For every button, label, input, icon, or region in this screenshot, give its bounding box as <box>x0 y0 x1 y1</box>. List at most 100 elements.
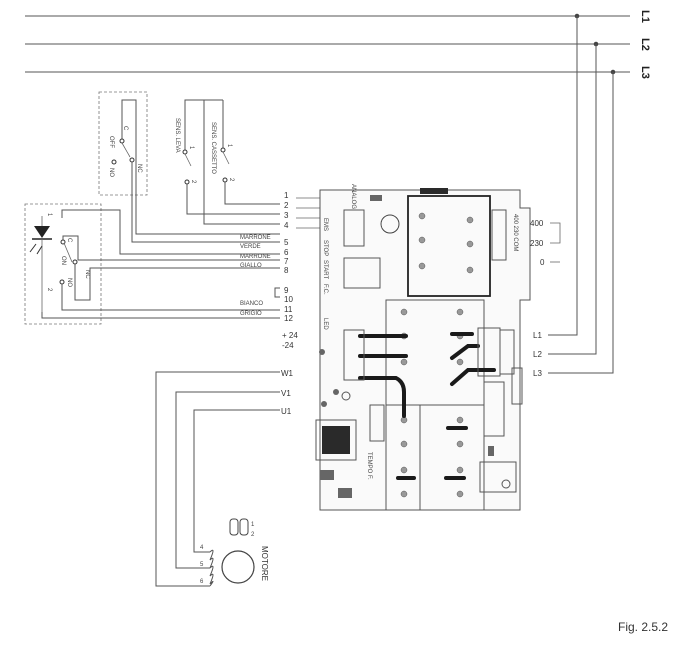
phase-label-l1: L1 <box>639 10 651 23</box>
sensor-lever-contact-1 <box>182 149 188 155</box>
switch-label-c: C <box>66 238 72 243</box>
chip-top-1 <box>370 195 382 201</box>
wire-color-t11: GRIGIO <box>240 311 262 317</box>
contact-pad-10 <box>456 440 464 448</box>
drop-wire-l2 <box>548 44 597 355</box>
motor-coil-4: 4 <box>200 545 204 551</box>
smd-comp-4 <box>333 389 339 395</box>
sensor-lever-blade <box>184 153 192 167</box>
terminal-l2-label: L2 <box>533 350 542 359</box>
switch-label-no: NO <box>66 278 72 287</box>
contact-pad-11 <box>400 466 408 474</box>
sensor-drawer-label: SENS. CASSETTO <box>210 122 216 174</box>
contact-pad-8 <box>456 416 464 424</box>
transformer-pin-5 <box>466 240 474 248</box>
terminal-12: 12 <box>284 314 293 323</box>
terminal-column: 1 2 3 4 5 6 7 8 9 10 11 12 MARRONE VERDE… <box>240 191 320 350</box>
relay-small-2 <box>343 257 381 289</box>
motor-coil-6: 6 <box>200 579 204 585</box>
voltage-label-230: 230 <box>530 239 544 248</box>
switch-label-nc: NC <box>84 270 90 279</box>
output-chip <box>488 446 494 456</box>
transformer-pin-6 <box>466 266 474 274</box>
transformer-pin-1 <box>418 212 426 220</box>
lamp-ray-2 <box>36 245 43 255</box>
start-contact-no <box>111 159 117 165</box>
wire-start-to-t5 <box>121 99 280 235</box>
wire-lever-to-t3 <box>186 184 280 215</box>
main-switch-block: 1 2 C ON NO NC <box>24 203 280 325</box>
drop-wire-l1 <box>548 16 578 336</box>
microcontroller-outline <box>315 419 357 461</box>
start-switch-enclosure <box>98 91 148 196</box>
relay-k1 <box>343 329 365 381</box>
relay-small-1 <box>343 209 365 247</box>
phase-label-l3: L3 <box>639 66 651 79</box>
switch-blade <box>63 242 73 263</box>
supply-plus-24: + 24 <box>282 331 298 340</box>
sensor-drawer-blade <box>222 151 230 165</box>
sensor-drawer-contact-1 <box>220 147 226 153</box>
motor-terminal-u1: U1 <box>281 407 292 416</box>
figure-caption: Fig. 2.5.2 <box>618 620 669 634</box>
voltage-bridge <box>550 222 561 244</box>
output-screw-1 <box>501 479 511 489</box>
wire-switch-to-t8 <box>74 264 280 301</box>
transformer-block <box>407 195 491 297</box>
wire-color-t6: VERDE <box>240 244 261 250</box>
lamp-diode-icon <box>34 226 50 238</box>
contact-pad-5 <box>400 358 408 366</box>
start-blade <box>121 142 131 158</box>
contact-pad-13 <box>400 490 408 498</box>
wire-switch-to-t6 <box>61 209 280 255</box>
motor-symbol-icon <box>221 550 255 584</box>
wire-drawer-to-t2 <box>224 182 280 205</box>
buzzer-component <box>380 214 400 234</box>
terminal-1: 1 <box>284 191 289 200</box>
motor-label: MOTORE <box>260 546 269 581</box>
board-label-stop: STOP <box>322 240 328 256</box>
start-label-off: OFF <box>108 136 114 148</box>
board-label-start: START <box>322 260 328 279</box>
smd-comp-2 <box>338 488 352 498</box>
wire-color-t5: MARRONE <box>240 235 271 241</box>
transformer-pin-4 <box>466 216 474 224</box>
drop-wire-l3 <box>548 72 614 374</box>
terminal-8: 8 <box>284 266 289 275</box>
contact-pad-12 <box>456 466 464 474</box>
board-label-fc: F.C. <box>322 284 328 295</box>
right-terminals: L1 L2 L3 400 230 0 <box>530 219 561 378</box>
wire-switch-to-t11 <box>61 284 280 311</box>
led-indicator <box>341 391 351 401</box>
terminal-4: 4 <box>284 221 289 230</box>
switch-label-on: ON <box>60 256 66 265</box>
contact-pad-1 <box>400 308 408 316</box>
terminal-2: 2 <box>284 201 289 210</box>
connector-top <box>420 188 448 194</box>
wire-sensors-common <box>184 99 280 225</box>
sensor-lever-contact-2 <box>184 179 190 185</box>
bus-bar-3 <box>358 376 406 418</box>
thermal-protector-2 <box>239 518 249 536</box>
thermal-protector-1 <box>229 518 239 536</box>
wire-lamp-to-t12 <box>41 312 280 319</box>
sensors-block: SENS. LEVA SENS. CASSETTO 1 2 1 2 <box>174 99 280 225</box>
wire-switch-to-t7 <box>62 235 280 261</box>
sensor-drawer-pin-2: 2 <box>228 178 234 182</box>
smd-comp-1 <box>320 470 334 480</box>
side-connector <box>511 367 523 405</box>
transformer-pin-2 <box>418 236 426 244</box>
terminal-l1-label: L1 <box>533 331 542 340</box>
trimmer-component <box>369 404 385 442</box>
terminal-3: 3 <box>284 211 289 220</box>
start-label-c: C <box>122 126 128 131</box>
motor-terminal-w1: W1 <box>281 369 294 378</box>
sensor-drawer-pin-1: 1 <box>226 144 232 148</box>
supply-minus-24: -24 <box>282 341 294 350</box>
microcontroller-chip <box>322 426 350 454</box>
contact-pad-2 <box>456 308 464 316</box>
terminal-10: 10 <box>284 295 293 304</box>
sensor-lever-pin-2: 2 <box>190 180 196 184</box>
switch-contact-no <box>59 279 65 285</box>
